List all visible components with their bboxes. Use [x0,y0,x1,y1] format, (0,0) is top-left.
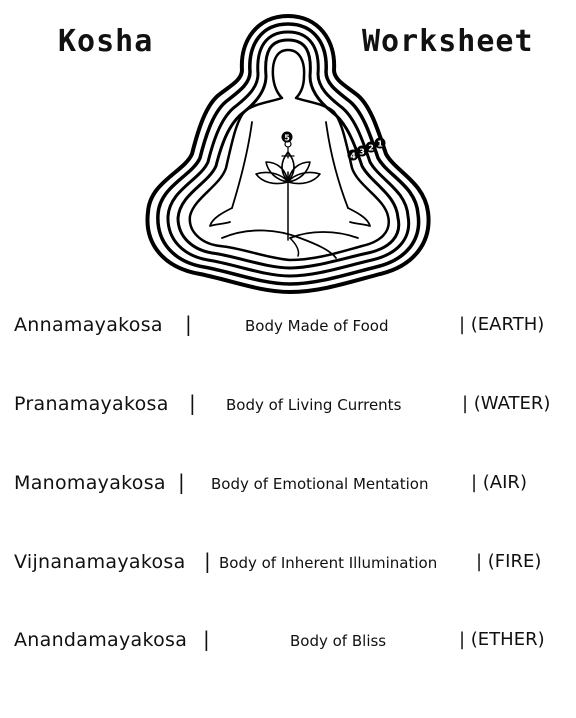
separator: | [185,312,192,336]
marker-2: 2 [368,144,374,153]
separator: | [203,627,210,651]
marker-5: 5 [284,134,290,143]
separator: | [178,470,185,494]
kosha-element: | (WATER) [462,393,551,414]
layer-markers: 5 1 2 3 4 [281,131,386,161]
marker-1: 1 [377,140,383,149]
kosha-row-vijnanamaya: Vijnanamayakosa | Body of Inherent Illum… [0,547,576,577]
separator: | [189,391,196,415]
kosha-name: Manomayakosa [14,472,166,494]
kosha-element: | (ETHER) [459,629,545,650]
kosha-name: Pranamayakosa [14,393,169,415]
aura-layer-3 [166,30,411,278]
kosha-row-anandamaya: Anandamayakosa | Body of Bliss | (ETHER) [0,625,576,655]
kosha-row-manomaya: Manomayakosa | Body of Emotional Mentati… [0,468,576,498]
kosha-description: Body of Bliss [290,632,387,650]
kosha-name: Vijnanamayakosa [14,551,186,573]
title-kosha: Kosha [58,24,154,59]
body-outline [188,48,391,262]
title-worksheet: Worksheet [362,24,534,59]
kosha-element: | (FIRE) [476,551,542,572]
meditating-figure-illustration: 5 1 2 3 4 [145,14,431,294]
kosha-description: Body Made of Food [245,317,389,335]
kosha-element: | (AIR) [471,472,527,493]
marker-3: 3 [359,148,365,157]
kosha-name: Annamayakosa [14,314,163,336]
kosha-row-annamaya: Annamayakosa | Body Made of Food | (EART… [0,310,576,340]
kosha-description: Body of Living Currents [226,396,402,414]
kosha-row-pranamaya: Pranamayakosa | Body of Living Currents … [0,389,576,419]
kosha-description: Body of Inherent Illumination [219,554,438,572]
kosha-name: Anandamayakosa [14,629,188,651]
aura-layer-outer [145,14,431,294]
separator: | [204,549,211,573]
marker-4: 4 [350,152,356,161]
kosha-description: Body of Emotional Mentation [211,475,429,493]
kosha-element: | (EARTH) [459,314,545,335]
aura-layer-4 [156,22,421,286]
